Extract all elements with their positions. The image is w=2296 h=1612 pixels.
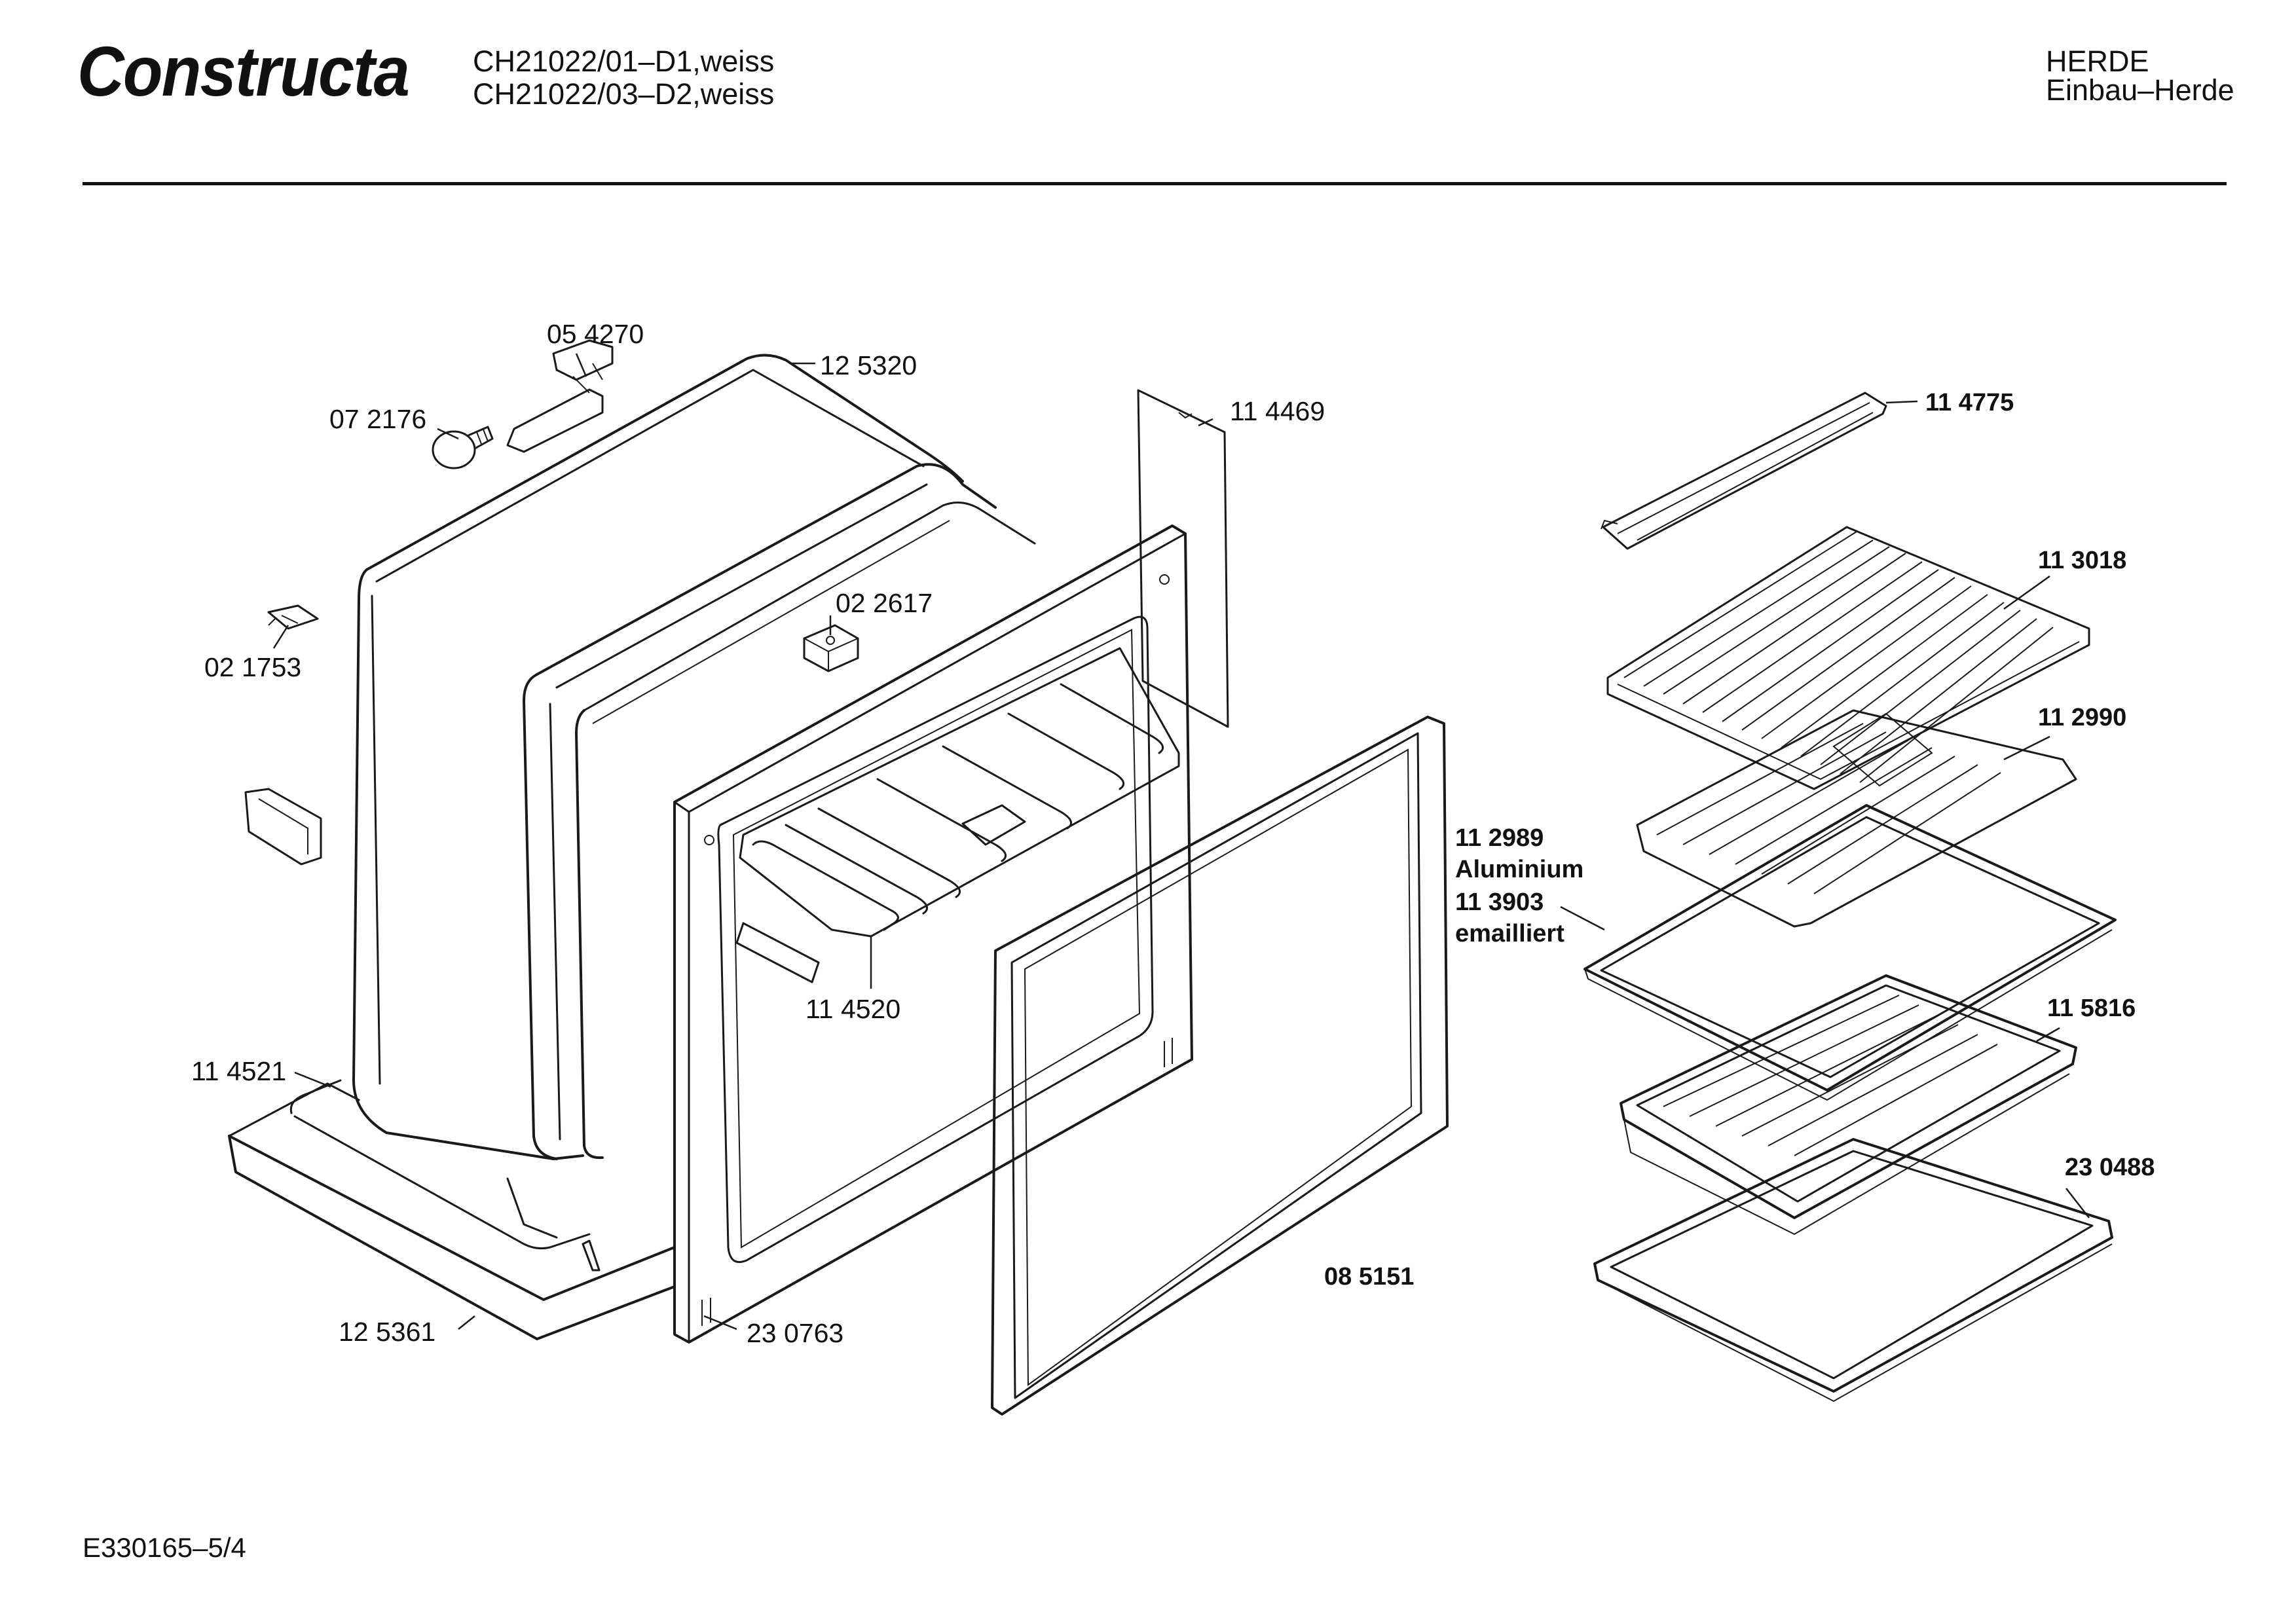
lamp-holder-drawing <box>506 339 614 453</box>
rail-114775-drawing <box>1601 392 1887 550</box>
model-line-2: CH21022/03–D2,weiss <box>473 77 775 111</box>
clip-022617-drawing <box>803 624 859 672</box>
door-seal-drawing <box>991 716 1449 1416</box>
part-label-072176: 07 2176 <box>329 404 426 434</box>
part-label-115816: 11 5816 <box>2047 995 2136 1022</box>
rack-112990-drawing <box>1636 709 2077 928</box>
part-label-054270: 05 4270 <box>547 319 644 349</box>
brand-logo: Constructa <box>77 31 410 111</box>
header-divider <box>83 182 2227 185</box>
doc-number: E330165–5/4 <box>83 1532 246 1563</box>
model-line-1: CH21022/01–D1,weiss <box>473 45 775 78</box>
part-label-125320: 12 5320 <box>820 350 917 380</box>
part-label-021753: 02 1753 <box>204 652 301 682</box>
part-label-114469: 11 4469 <box>1230 396 1325 426</box>
part-label-230763: 23 0763 <box>747 1318 843 1348</box>
part-label-113018: 11 3018 <box>2038 547 2126 574</box>
frame-230488-drawing <box>1593 1138 2113 1402</box>
tray-112989-drawing <box>1583 804 2117 1101</box>
side-bracket-drawing <box>244 788 322 866</box>
front-frame-drawing <box>673 524 1193 1344</box>
part-label-aluminium: Aluminium <box>1455 856 1583 883</box>
part-label-112990: 11 2990 <box>2038 704 2126 731</box>
part-label-114520: 11 4520 <box>805 994 900 1024</box>
category-line-1: HERDE <box>2046 45 2149 78</box>
rear-plate-drawing <box>1137 389 1229 728</box>
part-labels: 05 4270 12 5320 07 2176 11 4469 02 2617 … <box>191 319 2155 1348</box>
part-label-112989: 11 2989 <box>1455 824 1544 852</box>
part-label-230488: 23 0488 <box>2065 1154 2155 1181</box>
heating-element-drawing <box>735 647 1180 983</box>
pan-115816-drawing <box>1620 974 2077 1236</box>
part-label-emailliert: emailliert <box>1455 920 1565 947</box>
part-label-114521: 11 4521 <box>191 1056 286 1086</box>
category-line-2: Einbau–Herde <box>2046 73 2234 107</box>
leader-lines <box>272 353 2090 1330</box>
base-drawer-drawing <box>228 1079 676 1340</box>
grid-113018-drawing <box>1606 526 2090 790</box>
oven-housing-drawing <box>352 354 1036 1160</box>
part-label-085151: 08 5151 <box>1324 1263 1414 1291</box>
part-label-022617: 02 2617 <box>836 588 933 618</box>
bracket-021753-drawing <box>267 604 319 630</box>
lamp-bulb-drawing <box>432 426 494 469</box>
part-label-113903: 11 3903 <box>1455 888 1544 916</box>
part-label-114775: 11 4775 <box>1925 389 2014 416</box>
part-label-125361: 12 5361 <box>339 1317 435 1347</box>
